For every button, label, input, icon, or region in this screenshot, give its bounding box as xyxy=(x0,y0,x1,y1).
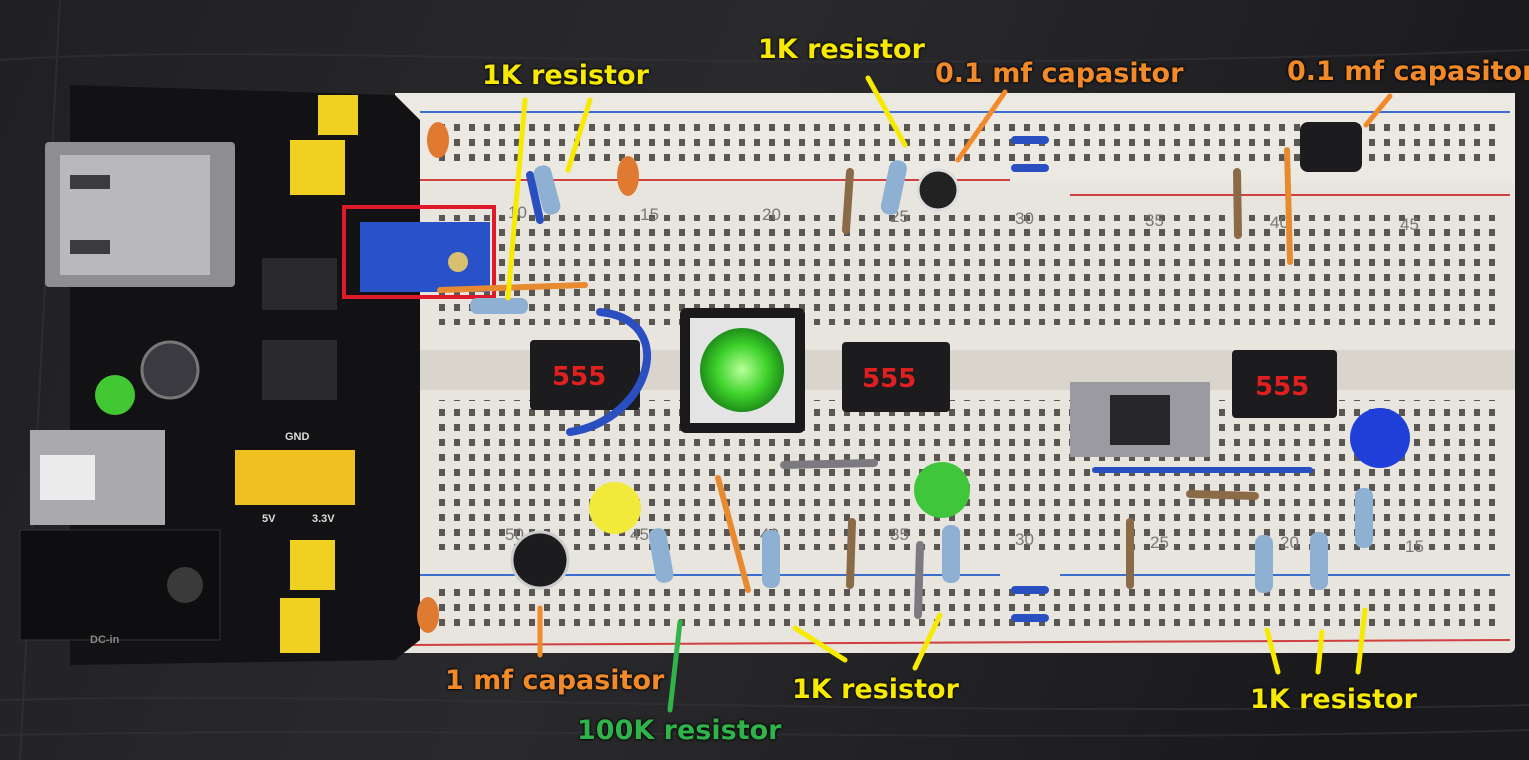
label-1k-resistor: 1K resistor xyxy=(792,674,959,705)
jumper xyxy=(318,95,358,135)
ic-chip: 555 xyxy=(530,340,640,410)
resistor xyxy=(648,528,674,583)
label-0-1mf-capacitor: 0.1 mf capasitor xyxy=(935,58,1184,89)
resistor xyxy=(533,165,561,215)
chip-label: 555 xyxy=(862,364,916,394)
label-1k-resistor: 1K resistor xyxy=(758,34,925,65)
bb-num-top: 35 xyxy=(1145,211,1164,230)
bb-num-bottom: 30 xyxy=(1015,530,1034,549)
ceramic-capacitor xyxy=(417,597,439,633)
callout-lines xyxy=(505,75,1393,713)
bb-num-top: 45 xyxy=(1400,215,1419,234)
capacitors xyxy=(417,122,1362,633)
electrolytic-capacitor xyxy=(916,168,960,212)
bb-num-top: 30 xyxy=(1015,209,1034,228)
electrolytic-capacitor xyxy=(1300,122,1362,172)
label-1k-resistor: 1K resistor xyxy=(1250,684,1417,715)
jumper xyxy=(290,540,335,590)
resistor xyxy=(1310,532,1328,590)
voltage-regulator xyxy=(262,258,337,310)
resistor xyxy=(762,530,780,588)
resistors xyxy=(470,160,1373,593)
bb-num-top: 40 xyxy=(1270,213,1289,232)
3v3-label: 3.3V xyxy=(312,513,335,525)
bottom-rail-holes xyxy=(430,585,1500,630)
bb-num-bottom: 35 xyxy=(890,525,909,544)
chip-label: 555 xyxy=(552,362,606,392)
dcin-label: DC-in xyxy=(90,634,120,646)
resistor xyxy=(880,160,907,215)
electrolytic-capacitor xyxy=(510,530,570,590)
label-0-1mf-capacitor: 0.1 mf capasitor xyxy=(1287,56,1529,87)
bb-num-bottom: 15 xyxy=(1405,537,1424,556)
jumper xyxy=(280,598,320,653)
ceramic-capacitor xyxy=(427,122,449,158)
resistor xyxy=(1255,535,1273,593)
leds xyxy=(589,408,1410,534)
header-pins xyxy=(235,450,355,505)
voltage-regulator xyxy=(262,340,337,400)
module-led xyxy=(95,375,135,415)
slide-switch xyxy=(1070,382,1210,457)
resistor xyxy=(1355,488,1373,548)
module-capacitor xyxy=(140,340,200,400)
yellow-led xyxy=(589,482,641,534)
gnd-label: GND xyxy=(285,431,310,443)
label-100k-resistor: 100K resistor xyxy=(577,715,782,746)
ic-chip: 555 xyxy=(1232,350,1337,418)
bb-num-top: 20 xyxy=(762,205,781,224)
label-1mf-capacitor: 1 mf capasitor xyxy=(445,665,665,696)
ic-chip: 555 xyxy=(842,342,950,412)
resistor xyxy=(470,298,528,314)
green-led xyxy=(914,462,970,518)
bb-num-bottom: 45 xyxy=(630,525,649,544)
chip-label: 555 xyxy=(1255,372,1309,402)
jumper-wires xyxy=(437,136,1313,622)
tactile-push-button xyxy=(680,308,805,433)
ceramic-capacitor xyxy=(617,156,639,196)
bb-num-bottom: 25 xyxy=(1150,533,1169,552)
potentiometer-highlight-box xyxy=(342,205,496,299)
resistor xyxy=(942,525,960,583)
potentiometer xyxy=(360,222,490,292)
5v-label: 5V xyxy=(262,513,276,525)
bb-num-bottom: 20 xyxy=(1280,533,1299,552)
label-1k-resistor: 1K resistor xyxy=(482,60,649,91)
jumper xyxy=(290,140,345,195)
power-supply-module: GND 5V 3.3V DC-in xyxy=(19,85,490,665)
blue-led xyxy=(1350,408,1410,468)
bb-num-top: 15 xyxy=(640,205,659,224)
top-terminal-holes xyxy=(430,215,1500,325)
